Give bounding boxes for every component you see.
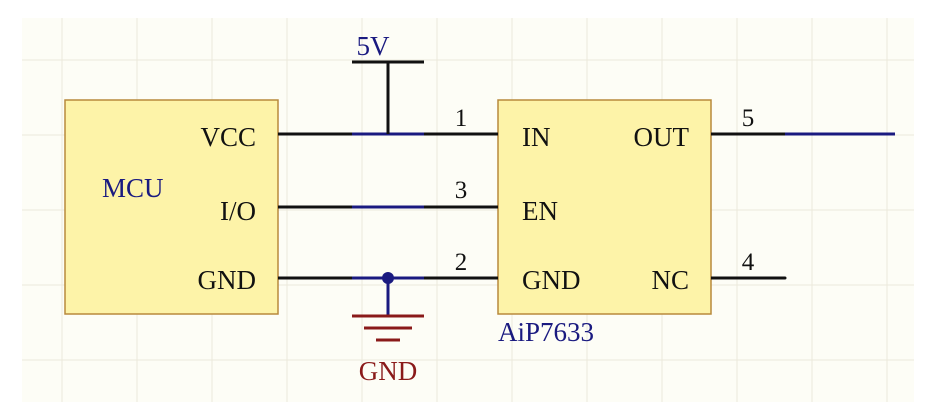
mcu-pin-io-label: I/O xyxy=(220,196,256,226)
ic-pin-en-number: 3 xyxy=(455,177,468,204)
ic-pin-gnd-label: GND xyxy=(522,265,581,295)
ic-pin-in-number: 1 xyxy=(455,105,468,132)
ic-pin-out-label: OUT xyxy=(634,122,690,152)
mcu-pin-gnd-label: GND xyxy=(198,265,257,295)
power-label: 5V xyxy=(357,31,391,61)
ic-component[interactable]: IN EN GND OUT NC AiP7633 xyxy=(497,99,712,347)
ground-port[interactable]: GND xyxy=(352,272,424,386)
mcu-body xyxy=(64,99,279,315)
ic-pin-in-label: IN xyxy=(522,122,551,152)
mcu-component[interactable]: MCU VCC I/O GND xyxy=(64,99,279,315)
power-5v-port[interactable]: 5V xyxy=(352,31,424,134)
ic-pin-out-number: 5 xyxy=(742,105,755,132)
ground-label: GND xyxy=(359,356,418,386)
mcu-name: MCU xyxy=(102,173,164,203)
nc-pin-end xyxy=(783,276,787,280)
ic-pin-nc-number: 4 xyxy=(742,249,755,276)
mcu-pin-vcc-label: VCC xyxy=(200,122,256,152)
ground-junction xyxy=(382,272,394,284)
ic-pin-nc-label: NC xyxy=(651,265,689,295)
ic-pin-gnd-number: 2 xyxy=(455,249,468,276)
ic-pin-en-label: EN xyxy=(522,196,558,226)
ic-name: AiP7633 xyxy=(498,317,594,347)
